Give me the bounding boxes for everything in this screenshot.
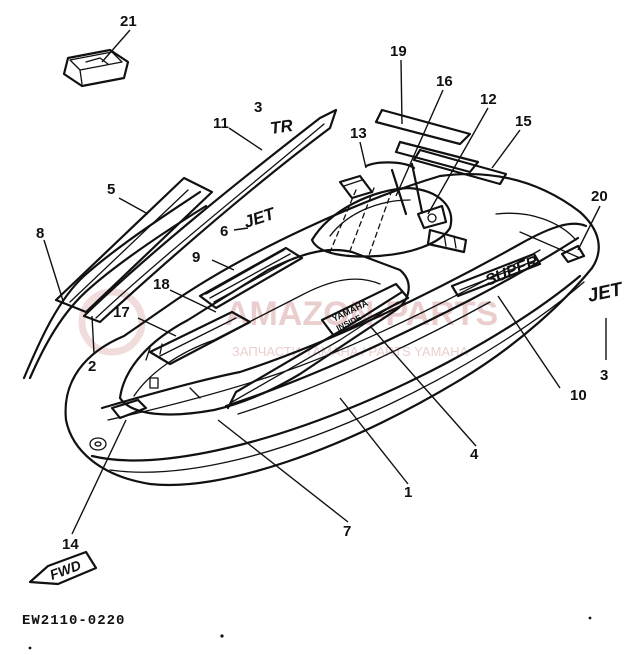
part-8-stripe bbox=[22, 190, 208, 380]
watermark: AMAZON-PARTS ЗАПЧАСТИ YAMAHA / PARTS YAM… bbox=[78, 288, 498, 359]
handle-pole bbox=[310, 161, 468, 259]
callout-9: 9 bbox=[192, 249, 200, 266]
hull bbox=[64, 172, 600, 487]
leader-lines bbox=[43, 29, 607, 535]
part-19-stripe bbox=[374, 108, 480, 174]
part-5-stripe bbox=[54, 176, 214, 314]
callouts: 21 19 16 12 3 11 15 13 5 20 6 8 9 18 17 … bbox=[36, 13, 608, 553]
callout-2: 2 bbox=[88, 358, 96, 375]
engine-hood bbox=[89, 246, 410, 451]
callout-11: 11 bbox=[213, 115, 229, 132]
callout-21: 21 bbox=[120, 13, 137, 30]
decal-jet-side: JET bbox=[586, 279, 626, 307]
fwd-arrow: FWD bbox=[28, 550, 98, 586]
callout-4: 4 bbox=[470, 446, 479, 463]
callout-13: 13 bbox=[350, 125, 367, 142]
callout-3-right: 3 bbox=[600, 367, 608, 384]
callout-12: 12 bbox=[480, 91, 497, 108]
decal-tr: TR bbox=[269, 116, 295, 138]
callout-16: 16 bbox=[436, 73, 453, 90]
callout-6: 6 bbox=[220, 223, 228, 240]
fwd-label: FWD bbox=[48, 557, 83, 583]
callout-5: 5 bbox=[107, 181, 115, 198]
callout-8: 8 bbox=[36, 225, 44, 242]
callout-3-top: 3 bbox=[254, 99, 262, 116]
part-15-stripe bbox=[412, 148, 508, 186]
callout-1: 1 bbox=[404, 484, 412, 501]
part-21-pad bbox=[62, 48, 130, 88]
callout-19: 19 bbox=[390, 43, 407, 60]
part-11-stripe bbox=[82, 108, 338, 324]
watermark-subtitle: ЗАПЧАСТИ YAMAHA / PARTS YAMAHA bbox=[232, 344, 468, 359]
scan-specks bbox=[28, 616, 592, 650]
callout-10: 10 bbox=[570, 387, 587, 404]
callout-20: 20 bbox=[591, 188, 608, 205]
callout-18: 18 bbox=[153, 276, 170, 293]
callout-14: 14 bbox=[62, 536, 79, 553]
callout-15: 15 bbox=[515, 113, 532, 130]
drawing-code: EW2110-0220 bbox=[22, 613, 125, 629]
callout-7: 7 bbox=[343, 523, 351, 540]
callout-17: 17 bbox=[113, 304, 130, 321]
